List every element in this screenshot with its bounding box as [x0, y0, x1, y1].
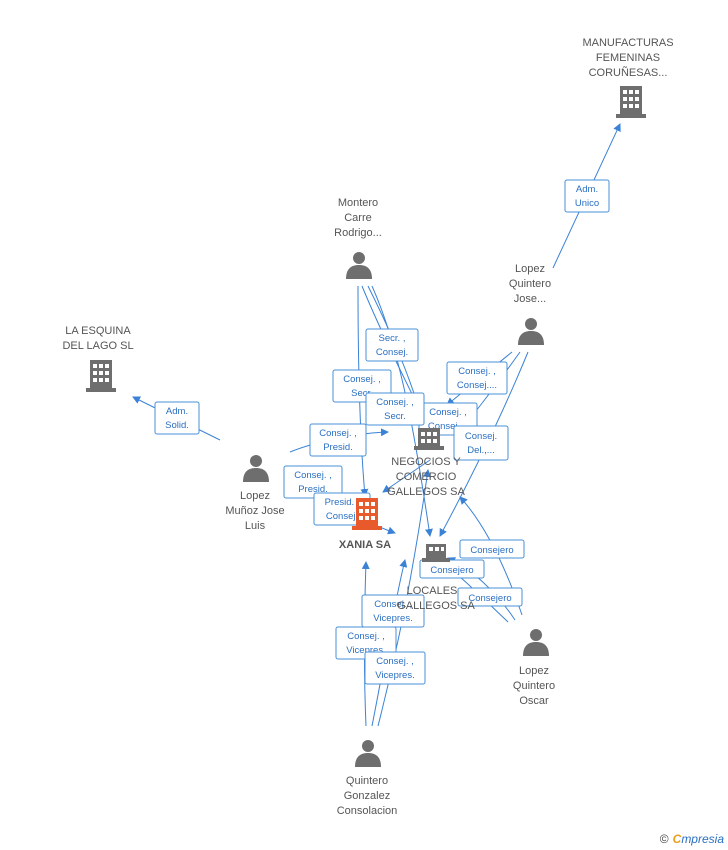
copyright-symbol: ©	[659, 832, 669, 846]
relation-consej-vicepres-c[interactable]: Consej. , Vicepres.	[364, 651, 426, 685]
svg-text:Luis: Luis	[245, 520, 266, 532]
svg-text:Consolacion: Consolacion	[337, 805, 398, 817]
svg-text:Montero: Montero	[338, 197, 378, 209]
svg-text:Secr.: Secr.	[351, 388, 373, 399]
svg-text:Presid.: Presid.	[323, 442, 353, 453]
svg-text:COMERCIO: COMERCIO	[396, 471, 457, 483]
relation-consejero-c[interactable]: Consejero	[457, 587, 523, 607]
relation-consej-consej-a[interactable]: Consej. , Consej....	[446, 361, 508, 395]
person-icon	[346, 252, 372, 279]
relation-consej-presid-a[interactable]: Consej. , Presid.	[309, 423, 367, 457]
person-icon	[243, 455, 269, 482]
svg-text:Lopez: Lopez	[240, 490, 270, 502]
relation-consej-presid-b[interactable]: Consej. , Presid.	[283, 465, 343, 499]
node-lopez-quintero-oscar[interactable]: Lopez Quintero Oscar	[513, 629, 555, 707]
relation-adm-solid[interactable]: Adm. Solid.	[154, 401, 200, 435]
svg-text:Consej. ,: Consej. ,	[319, 428, 357, 439]
person-icon	[355, 740, 381, 767]
svg-text:NEGOCIOS Y: NEGOCIOS Y	[391, 456, 461, 468]
svg-text:Consejero: Consejero	[430, 565, 473, 576]
svg-text:FEMENINAS: FEMENINAS	[596, 52, 660, 64]
node-lopez-quintero-jose[interactable]: Lopez Quintero Jose...	[509, 263, 551, 345]
svg-text:Unico: Unico	[575, 198, 599, 209]
relation-labels: Adm. Unico Adm. Solid. Secr. , Consej. C…	[154, 179, 610, 685]
node-lopez-munoz[interactable]: Lopez Muñoz Jose Luis	[225, 455, 285, 532]
svg-text:Quintero: Quintero	[346, 775, 388, 787]
empresia-logo: ©Cmpresia	[660, 832, 724, 846]
node-manufacturas[interactable]: MANUFACTURAS FEMENINAS CORUÑESAS...	[582, 37, 674, 118]
svg-text:Consej. ,: Consej. ,	[343, 374, 381, 385]
svg-text:GALLEGOS SA: GALLEGOS SA	[387, 486, 465, 498]
svg-text:Adm.: Adm.	[166, 406, 188, 417]
svg-text:CORUÑESAS...: CORUÑESAS...	[589, 66, 668, 79]
svg-text:Lopez: Lopez	[515, 263, 545, 275]
svg-text:Consej. ,: Consej. ,	[347, 631, 385, 642]
edge-negocios-xania	[382, 459, 431, 493]
svg-text:Gonzalez: Gonzalez	[344, 790, 390, 802]
relation-consejero-a[interactable]: Consejero	[459, 539, 525, 559]
svg-text:Consej. ,: Consej. ,	[376, 656, 414, 667]
svg-text:Consej....: Consej....	[457, 380, 497, 391]
relation-consej-vicepres-b[interactable]: Consej. , Vicepres.	[335, 626, 397, 660]
svg-text:Consej. ,: Consej. ,	[458, 366, 496, 377]
svg-text:Consejero: Consejero	[468, 593, 511, 604]
building-icon	[422, 544, 450, 562]
svg-text:Consej. ,: Consej. ,	[376, 397, 414, 408]
svg-text:Muñoz Jose: Muñoz Jose	[225, 505, 284, 517]
svg-text:Oscar: Oscar	[519, 695, 549, 707]
brand-initial: C	[672, 832, 682, 846]
svg-text:Vicepres.: Vicepres.	[375, 670, 414, 681]
svg-text:LOCALES: LOCALES	[407, 585, 458, 597]
svg-text:Rodrigo...: Rodrigo...	[334, 227, 382, 239]
node-montero-carre[interactable]: Montero Carre Rodrigo...	[334, 197, 382, 279]
relation-secr-consej[interactable]: Secr. , Consej.	[365, 328, 419, 362]
svg-text:Vicepres.: Vicepres.	[346, 645, 385, 656]
svg-text:MANUFACTURAS: MANUFACTURAS	[582, 37, 673, 49]
svg-text:Consej. ,: Consej. ,	[374, 599, 412, 610]
building-icon	[352, 498, 382, 530]
building-icon	[414, 428, 444, 450]
svg-text:Quintero: Quintero	[513, 680, 555, 692]
node-locales-gallegos[interactable]: LOCALES GALLEGOS SA	[397, 544, 475, 612]
brand-name: mpresia	[681, 832, 724, 846]
svg-text:LA ESQUINA: LA ESQUINA	[65, 325, 131, 337]
svg-text:Presid. ,: Presid. ,	[325, 497, 360, 508]
svg-text:Adm.: Adm.	[576, 184, 598, 195]
svg-text:Jose...: Jose...	[514, 293, 546, 305]
svg-text:Consej.: Consej.	[326, 511, 358, 522]
svg-text:Consej....: Consej....	[428, 421, 468, 432]
relation-adm-unico[interactable]: Adm. Unico	[564, 179, 610, 213]
node-xania-main[interactable]: XANIA SA	[339, 498, 391, 551]
svg-text:Presid.: Presid.	[298, 484, 328, 495]
person-icon	[523, 629, 549, 656]
node-quintero-gonzalez[interactable]: Quintero Gonzalez Consolacion	[337, 740, 398, 817]
relation-consej-secr-b[interactable]: Consej. , Secr.	[365, 392, 425, 426]
svg-text:Lopez: Lopez	[519, 665, 549, 677]
node-esquina-del-lago[interactable]: LA ESQUINA DEL LAGO SL	[62, 325, 134, 392]
building-icon	[616, 86, 646, 118]
svg-text:Secr. ,: Secr. ,	[379, 333, 406, 344]
building-icon	[86, 360, 116, 392]
svg-text:Consejero: Consejero	[470, 545, 513, 556]
svg-text:Del.,...: Del.,...	[467, 445, 494, 456]
svg-text:Solid.: Solid.	[165, 420, 189, 431]
relation-consejero-b[interactable]: Consejero	[419, 559, 485, 579]
svg-text:DEL LAGO SL: DEL LAGO SL	[62, 340, 133, 352]
svg-text:Secr.: Secr.	[384, 411, 406, 422]
svg-text:XANIA SA: XANIA SA	[339, 539, 391, 551]
svg-text:Consej.: Consej.	[376, 347, 408, 358]
svg-text:GALLEGOS SA: GALLEGOS SA	[397, 600, 475, 612]
relation-consej-del[interactable]: Consej. Del.,...	[453, 425, 509, 461]
svg-text:Vicepres.: Vicepres.	[373, 613, 412, 624]
svg-text:Carre: Carre	[344, 212, 372, 224]
svg-text:Consej. ,: Consej. ,	[429, 407, 467, 418]
person-icon	[518, 318, 544, 345]
svg-text:Quintero: Quintero	[509, 278, 551, 290]
svg-text:Consej. ,: Consej. ,	[294, 470, 332, 481]
node-negocios-gallegos[interactable]: NEGOCIOS Y COMERCIO GALLEGOS SA	[387, 428, 465, 498]
svg-text:Consej.: Consej.	[465, 431, 497, 442]
